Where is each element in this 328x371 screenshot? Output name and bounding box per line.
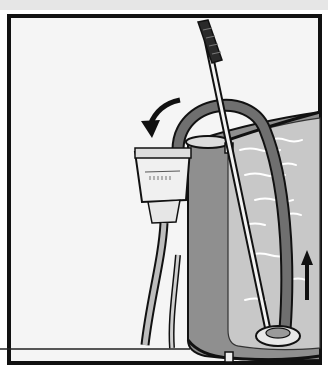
pool-rim-edge (186, 136, 230, 148)
wall-clip-bottom (225, 352, 233, 362)
top-strip (0, 0, 328, 10)
